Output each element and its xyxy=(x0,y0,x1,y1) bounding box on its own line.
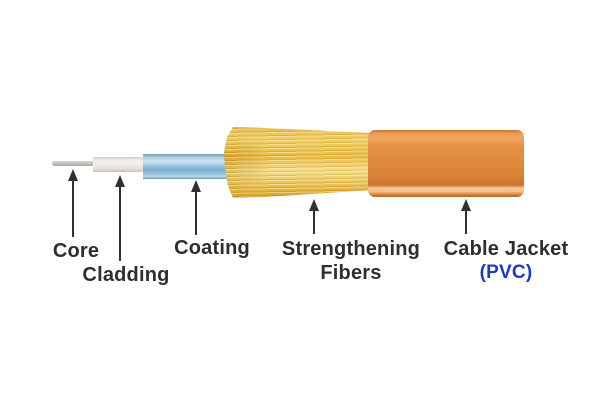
cladding-arrow-icon xyxy=(113,175,127,261)
strengthening-fibers-graphic xyxy=(224,127,372,198)
cable-jacket-label-main: Cable Jacket xyxy=(443,238,569,260)
core-arrow-icon xyxy=(66,169,80,237)
strengthening-fibers-label-line2: Fibers xyxy=(320,262,382,284)
core-label: Core xyxy=(52,240,100,262)
cable-jacket-graphic xyxy=(368,130,524,197)
strengthening-fibers-label-line1: Strengthening xyxy=(281,238,421,260)
arrowhead-icon xyxy=(68,169,78,181)
cladding-graphic xyxy=(93,157,144,172)
pvc-label: (PVC) xyxy=(479,262,533,283)
cladding-label: Cladding xyxy=(82,264,170,286)
arrow-shaft xyxy=(195,192,197,235)
arrow-shaft xyxy=(465,211,467,234)
arrow-shaft xyxy=(72,181,74,237)
arrowhead-icon xyxy=(191,180,201,192)
arrow-shaft xyxy=(313,211,315,234)
coating-arrow-icon xyxy=(189,180,203,235)
strengthening-fibers-label: Strengthening Fibers xyxy=(282,237,420,285)
coating-label: Coating xyxy=(174,237,250,259)
coating-tube-graphic xyxy=(143,154,231,179)
arrowhead-icon xyxy=(309,199,319,211)
arrowhead-icon xyxy=(115,175,125,187)
arrowhead-icon xyxy=(461,199,471,211)
cable-jacket-arrow-icon xyxy=(459,199,473,234)
arrow-shaft xyxy=(119,187,121,261)
core-wire-graphic xyxy=(52,161,95,166)
strengthening-fibers-arrow-icon xyxy=(307,199,321,234)
cable-jacket-label: Cable Jacket (PVC) xyxy=(444,237,569,285)
